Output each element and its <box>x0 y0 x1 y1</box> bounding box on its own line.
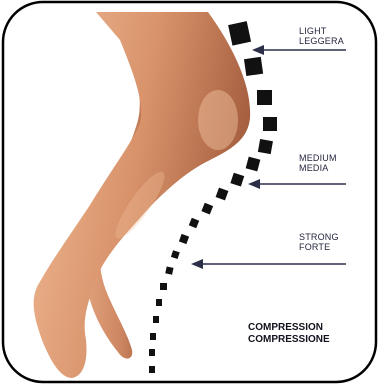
label-light-en: LIGHT <box>299 26 344 36</box>
arrow-medium-head <box>248 179 260 189</box>
compression-dot <box>246 157 261 172</box>
label-strong-it: FORTE <box>299 242 339 252</box>
compression-dot <box>153 316 159 323</box>
compression-dot <box>201 203 213 215</box>
compression-dot <box>257 90 272 105</box>
label-medium: MEDIUM MEDIA <box>299 153 337 173</box>
label-strong: STRONG FORTE <box>299 232 339 252</box>
title-it: COMPRESSIONE <box>248 334 330 346</box>
arrow-light-head <box>252 45 264 55</box>
compression-dot <box>263 117 277 131</box>
compression-dot <box>228 21 251 45</box>
compression-dot <box>149 366 155 373</box>
compression-dot <box>230 173 244 187</box>
compression-title: COMPRESSION COMPRESSIONE <box>248 322 330 346</box>
arrow-strong-head <box>191 259 203 269</box>
label-medium-it: MEDIA <box>299 163 337 173</box>
knee-highlight <box>198 90 238 150</box>
compression-dot <box>171 250 180 259</box>
compression-dot <box>156 299 162 306</box>
compression-dot <box>165 266 173 274</box>
title-en: COMPRESSION <box>248 322 330 334</box>
label-medium-en: MEDIUM <box>299 153 337 163</box>
label-light: LIGHT LEGGERA <box>299 26 344 46</box>
label-light-it: LEGGERA <box>299 36 344 46</box>
compression-dot <box>150 333 156 340</box>
compression-dot <box>189 218 199 228</box>
compression-dot <box>149 349 155 356</box>
compression-dot <box>244 57 263 76</box>
compression-dot <box>160 283 167 290</box>
compression-dot <box>216 188 229 201</box>
label-strong-en: STRONG <box>299 232 339 242</box>
compression-dot <box>179 234 189 244</box>
compression-dot <box>258 139 273 154</box>
